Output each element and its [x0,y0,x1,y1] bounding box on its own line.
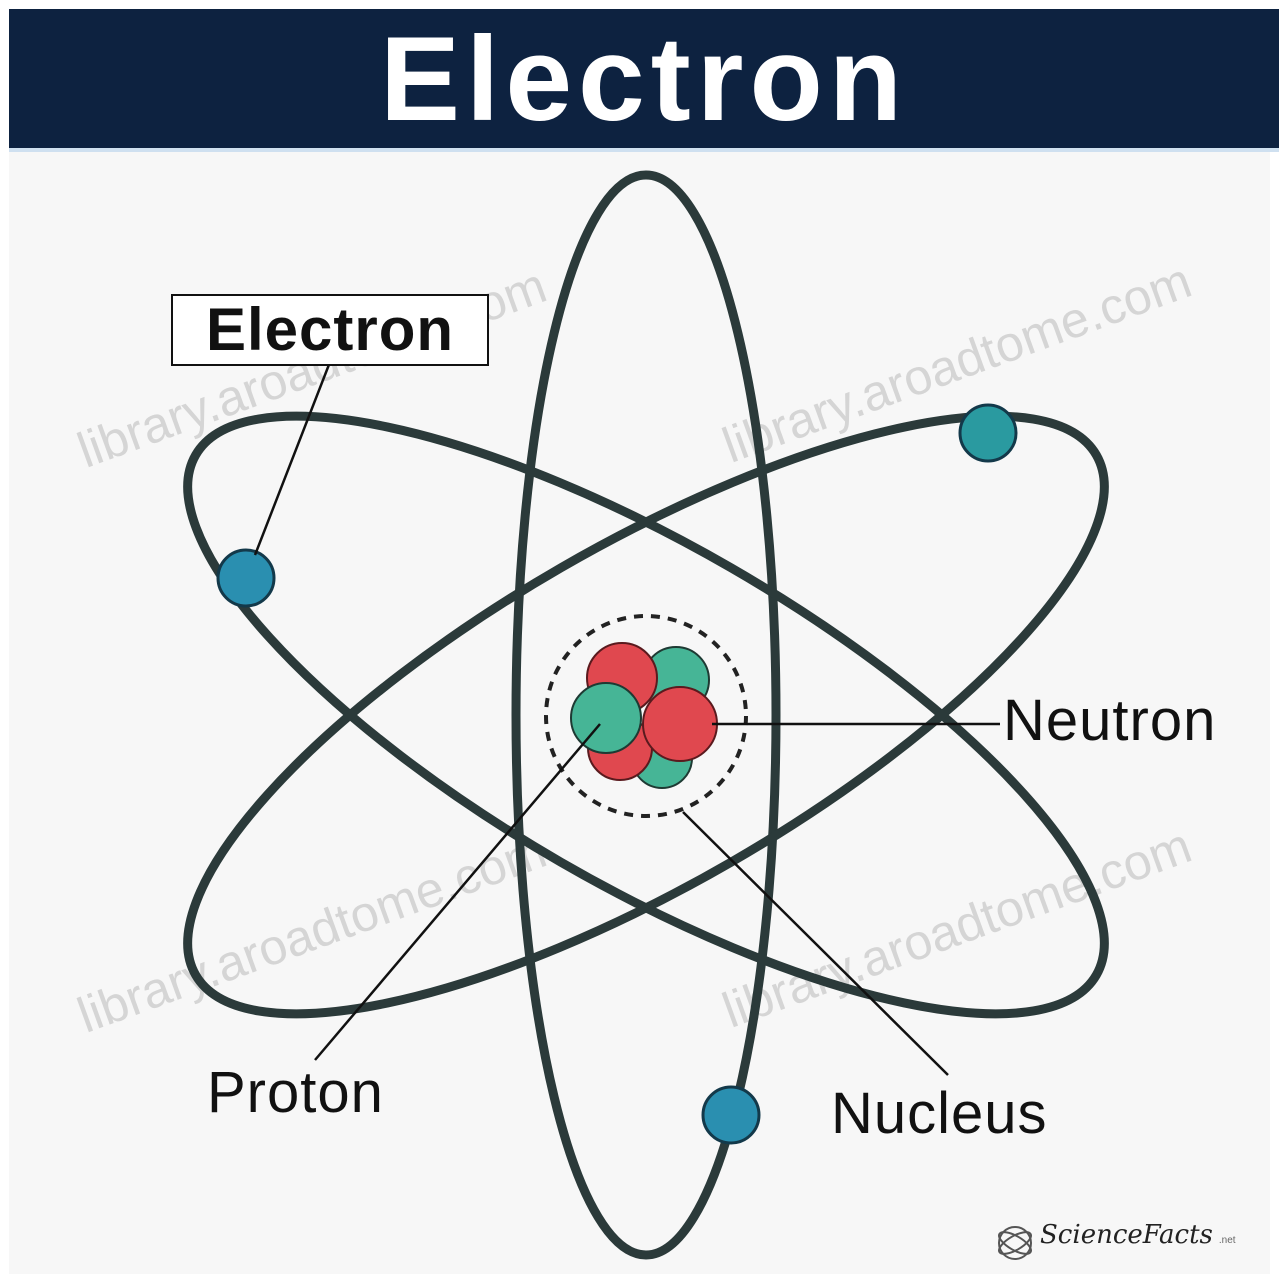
electron-particle [703,1087,759,1143]
logo-mark [996,1227,1034,1259]
neutron-label: Neutron [1003,692,1216,750]
neutron-particle [571,683,641,753]
electron-label: Electron [171,294,489,366]
proton-leader [315,724,600,1060]
nucleus-label: Nucleus [831,1085,1048,1143]
sciencefacts-logo: ScienceFacts .net [1040,1220,1236,1250]
logo-suffix: .net [1219,1235,1236,1246]
proton-particle [643,687,717,761]
electron-leader [255,362,330,555]
electron-particle [218,550,274,606]
logo-text: ScienceFacts [1040,1220,1213,1250]
electron-particle [960,405,1016,461]
proton-label: Proton [207,1064,384,1122]
